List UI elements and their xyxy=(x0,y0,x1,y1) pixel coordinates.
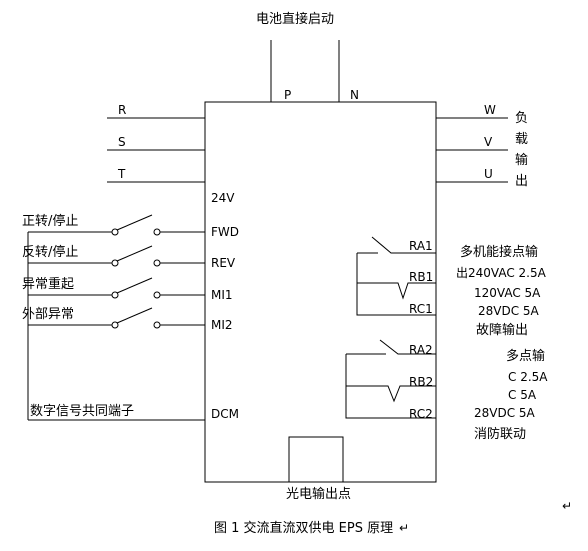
terminal-mi1: MI1 xyxy=(211,288,233,302)
relay2-rb2-path xyxy=(368,385,436,403)
relay2-spec-line-5: 消防联动 xyxy=(474,426,526,442)
relay2-spec-line-1: 多点输 xyxy=(506,348,545,364)
rev-switch-blade xyxy=(116,245,153,262)
rev-contact-right xyxy=(153,259,161,267)
mi2-contact-right xyxy=(153,321,161,329)
terminal-24v: 24V xyxy=(211,191,235,205)
terminal-mi2: MI2 xyxy=(211,318,233,332)
load-output-char-4: 出 xyxy=(515,174,528,189)
terminal-s: S xyxy=(118,135,126,149)
top-label: 电池直接启动 xyxy=(256,11,334,27)
relay1-spec-line-4: 28VDC 5A xyxy=(478,304,540,318)
mi2-contact-left xyxy=(111,321,119,329)
load-output-char-1: 负 xyxy=(515,111,528,126)
relay2-spec-line-3: C 5A xyxy=(508,388,537,402)
terminal-fwd: FWD xyxy=(211,225,239,239)
fwd-switch-blade xyxy=(116,214,153,231)
relay2-spec-line-2: C 2.5A xyxy=(508,370,548,384)
relay1-rb1-path xyxy=(372,282,436,300)
terminal-n: N xyxy=(350,88,359,102)
relay1-common xyxy=(356,253,436,316)
mi1-contact-left xyxy=(111,291,119,299)
bottom-label: 光电输出点 xyxy=(286,486,351,502)
common-label: 数字信号共同端子 xyxy=(30,404,134,419)
relay2-spec-line-4: 28VDC 5A xyxy=(474,406,536,420)
load-output-char-3: 输 xyxy=(515,152,528,168)
switch-label-rev: 反转/停止 xyxy=(22,244,78,260)
terminal-v: V xyxy=(484,135,493,149)
relay1-ra1-path xyxy=(371,236,436,254)
terminal-rb1: RB1 xyxy=(409,270,433,284)
side-return-mark: ↵ xyxy=(562,499,572,513)
rev-contact-left xyxy=(111,259,119,267)
terminal-rb2: RB2 xyxy=(409,375,433,389)
mi1-contact-right xyxy=(153,291,161,299)
switch-label-mi2: 外部异常 xyxy=(22,307,74,322)
mi1-switch-blade xyxy=(116,277,153,294)
terminal-rc1: RC1 xyxy=(409,302,433,316)
terminal-rev: REV xyxy=(211,256,236,270)
photoelectric-output-block xyxy=(288,436,344,483)
terminal-w: W xyxy=(484,103,496,117)
switch-label-fwd: 正转/停止 xyxy=(22,213,78,229)
terminal-p: P xyxy=(284,88,291,102)
terminal-ra1: RA1 xyxy=(409,239,433,253)
figure-caption: 图 1 交流直流双供电 EPS 原理 xyxy=(214,520,393,536)
switch-label-mi1: 异常重起 xyxy=(22,276,74,292)
terminal-dcm: DCM xyxy=(211,407,239,421)
mi2-switch-blade xyxy=(116,307,153,324)
relay2-ra2-path xyxy=(379,339,436,355)
load-output-char-2: 载 xyxy=(515,132,528,147)
fwd-contact-right xyxy=(153,228,161,236)
relay1-spec-line-1: 多机能接点输 xyxy=(460,244,538,260)
fwd-contact-left xyxy=(111,228,119,236)
caption-return-mark: ↵ xyxy=(399,521,409,535)
terminal-r: R xyxy=(118,103,126,117)
relay1-spec-line-2: 出240VAC 2.5A xyxy=(456,266,547,280)
relay1-spec-line-3: 120VAC 5A xyxy=(474,286,541,300)
terminal-t: T xyxy=(117,167,126,181)
terminal-rc2: RC2 xyxy=(409,407,433,421)
terminal-ra2: RA2 xyxy=(409,343,433,357)
relay1-spec-line-5: 故障输出 xyxy=(476,322,528,338)
terminal-u: U xyxy=(484,167,493,181)
relay2-common xyxy=(345,354,436,419)
